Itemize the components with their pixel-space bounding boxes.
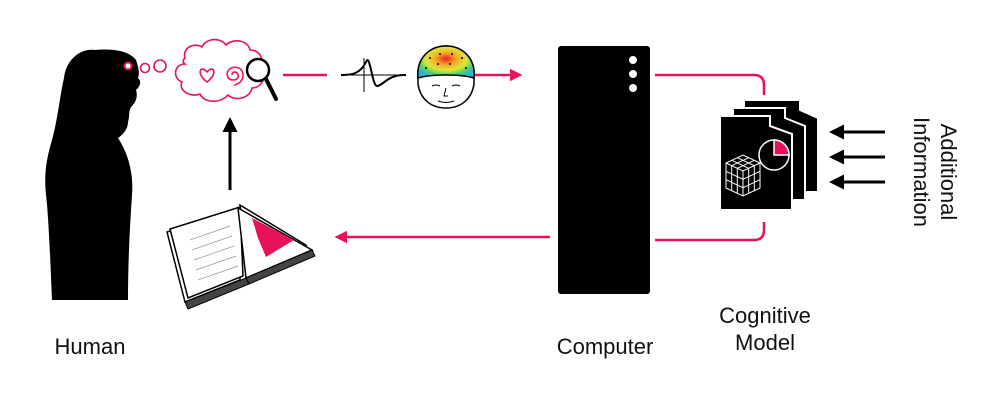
additional-information-label: Additional Information xyxy=(908,87,962,257)
additional-information-line2: Information xyxy=(909,116,934,228)
cube-grid-icon xyxy=(725,154,761,197)
computer-label: Computer xyxy=(556,334,654,359)
magnifier-icon xyxy=(245,57,278,101)
document-stack-icon xyxy=(719,99,819,211)
thought-cloud-icon xyxy=(139,38,265,103)
heart-icon xyxy=(199,68,215,83)
spiral-icon xyxy=(226,66,244,86)
open-book-icon xyxy=(166,203,316,310)
cognitive-model-label-line1: Cognitive xyxy=(719,303,811,328)
cognitive-model-label-line2: Model xyxy=(735,330,795,355)
human-silhouette-icon xyxy=(45,49,141,301)
additional-information-line1: Additional xyxy=(936,123,961,221)
cognitive-model-label: Cognitive Model xyxy=(690,302,840,356)
pie-chart-icon xyxy=(758,139,790,171)
additional-info-arrows xyxy=(829,124,885,190)
human-label: Human xyxy=(54,334,126,359)
signal-waveform-icon xyxy=(340,58,407,92)
eeg-head-icon xyxy=(417,45,475,109)
computer-tower-icon xyxy=(558,46,650,294)
